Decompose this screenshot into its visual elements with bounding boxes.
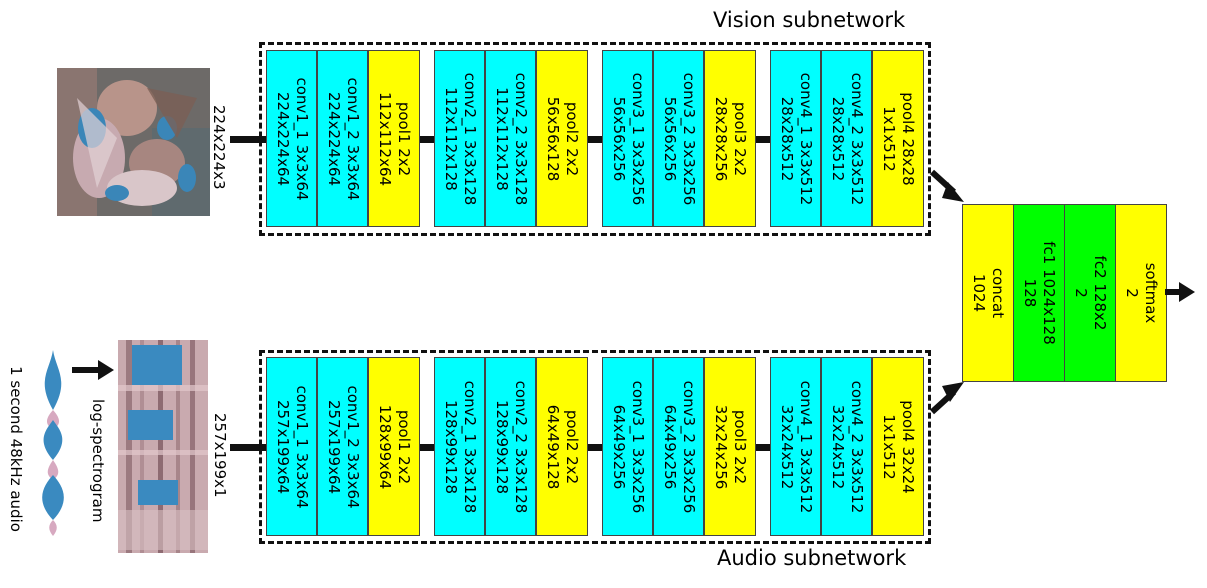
vision-conv-block: conv1_2 3x3x64 224x224x64 <box>317 50 368 227</box>
vision-block-label: conv2_2 3x3x128 112x112x128 <box>492 72 530 205</box>
audio-input-connector <box>230 444 266 451</box>
audio-block-label: conv1_1 3x3x64 257x199x64 <box>273 384 311 509</box>
vision-conv-block: conv3_2 3x3x256 56x56x256 <box>653 50 704 227</box>
audio-group-connector <box>420 443 434 451</box>
audio-waveform-image <box>30 350 76 536</box>
audio-block-label: conv2_2 3x3x128 128x99x128 <box>492 380 530 513</box>
fusion-block-label: softmax 2 <box>1123 262 1160 324</box>
vision-block-label: conv2_1 3x3x128 112x112x128 <box>441 72 479 205</box>
audio-subnetwork-title: Audio subnetwork <box>717 546 907 570</box>
audio-pool-block: pool1 2x2 128x99x64 <box>368 357 420 536</box>
vision-input-size-label: 224x224x3 <box>210 105 228 190</box>
audio-to-fusion-arrow <box>929 382 964 415</box>
audio-block-label: pool1 2x2 128x99x64 <box>376 404 413 489</box>
vision-block-label: conv3_2 3x3x256 56x56x256 <box>660 72 698 205</box>
vision-pool-block: pool1 2x2 112x112x64 <box>368 50 420 227</box>
audio-group-connector <box>588 443 602 451</box>
vision-block-label: pool4 28x28 1x1x512 <box>880 91 917 186</box>
audio-conv-block: conv1_2 3x3x64 257x199x64 <box>317 357 368 536</box>
audio-block-label: conv3_1 3x3x256 64x49x256 <box>609 380 647 513</box>
audio-block-label: pool2 2x2 64x49x128 <box>544 404 581 489</box>
fusion-fc-block: fc2 128x2 2 <box>1064 204 1116 382</box>
vision-block-label: conv4_1 3x3x512 28x28x512 <box>777 72 815 205</box>
vision-block-label: pool1 2x2 112x112x64 <box>376 91 413 186</box>
vision-input-connector <box>230 136 266 143</box>
audio-block-label: conv4_2 3x3x512 32x24x512 <box>828 380 866 513</box>
audio-input-size-label: 257x199x1 <box>211 413 229 498</box>
audio-pool-block: pool4 32x24 1x1x512 <box>872 357 924 536</box>
spectrogram-image <box>118 340 208 553</box>
vision-conv-block: conv1_1 3x3x64 224x224x64 <box>266 50 317 227</box>
vision-input-image <box>57 68 210 216</box>
audio-block-label: pool4 32x24 1x1x512 <box>880 399 917 494</box>
fusion-softmax-block: softmax 2 <box>1115 204 1167 382</box>
waveform-label: 1 second 48kHz audio <box>7 366 25 532</box>
vision-pool-block: pool3 2x2 28x28x256 <box>704 50 756 227</box>
audio-conv-block: conv3_2 3x3x256 64x49x256 <box>653 357 704 536</box>
vision-block-label: conv1_1 3x3x64 224x224x64 <box>273 76 311 201</box>
audio-conv-block: conv2_1 3x3x128 128x99x128 <box>434 357 485 536</box>
fusion-block-label: fc1 1024x128 128 <box>1021 241 1058 345</box>
vision-block-label: pool3 2x2 28x28x256 <box>712 96 749 181</box>
output-arrow <box>1165 282 1195 302</box>
vision-block-label: conv1_2 3x3x64 224x224x64 <box>324 76 362 201</box>
audio-block-label: conv3_2 3x3x256 64x49x256 <box>660 380 698 513</box>
spectrogram-label: log-spectrogram <box>89 399 107 523</box>
vision-pool-block: pool2 2x2 56x56x128 <box>536 50 588 227</box>
vision-conv-block: conv4_1 3x3x512 28x28x512 <box>770 50 821 227</box>
audio-block-label: conv4_1 3x3x512 32x24x512 <box>777 380 815 513</box>
vision-to-fusion-arrow <box>929 169 964 202</box>
audio-conv-block: conv2_2 3x3x128 128x99x128 <box>485 357 536 536</box>
vision-group-connector <box>756 135 770 143</box>
audio-conv-block: conv4_1 3x3x512 32x24x512 <box>770 357 821 536</box>
fusion-block-label: fc2 128x2 2 <box>1072 255 1109 331</box>
vision-subnetwork-title: Vision subnetwork <box>713 8 906 32</box>
audio-pool-block: pool3 2x2 32x24x256 <box>704 357 756 536</box>
vision-block-label: conv4_2 3x3x512 28x28x512 <box>828 72 866 205</box>
vision-block-label: conv3_1 3x3x256 56x56x256 <box>609 72 647 205</box>
audio-block-label: pool3 2x2 32x24x256 <box>712 404 749 489</box>
waveform-to-spectrogram-arrow <box>72 360 114 380</box>
fusion-fc-block: fc1 1024x128 128 <box>1013 204 1065 382</box>
audio-pool-block: pool2 2x2 64x49x128 <box>536 357 588 536</box>
vision-conv-block: conv2_2 3x3x128 112x112x128 <box>485 50 536 227</box>
vision-block-label: pool2 2x2 56x56x128 <box>544 96 581 181</box>
audio-group-connector <box>756 443 770 451</box>
vision-pool-block: pool4 28x28 1x1x512 <box>872 50 924 227</box>
fusion-concat-block: concat 1024 <box>962 204 1014 382</box>
vision-group-connector <box>588 135 602 143</box>
vision-group-connector <box>420 135 434 143</box>
audio-conv-block: conv3_1 3x3x256 64x49x256 <box>602 357 653 536</box>
fusion-block-label: concat 1024 <box>970 267 1007 319</box>
audio-block-label: conv1_2 3x3x64 257x199x64 <box>324 384 362 509</box>
audio-conv-block: conv1_1 3x3x64 257x199x64 <box>266 357 317 536</box>
audio-conv-block: conv4_2 3x3x512 32x24x512 <box>821 357 872 536</box>
audio-block-label: conv2_1 3x3x128 128x99x128 <box>441 380 479 513</box>
vision-conv-block: conv4_2 3x3x512 28x28x512 <box>821 50 872 227</box>
vision-conv-block: conv2_1 3x3x128 112x112x128 <box>434 50 485 227</box>
vision-conv-block: conv3_1 3x3x256 56x56x256 <box>602 50 653 227</box>
